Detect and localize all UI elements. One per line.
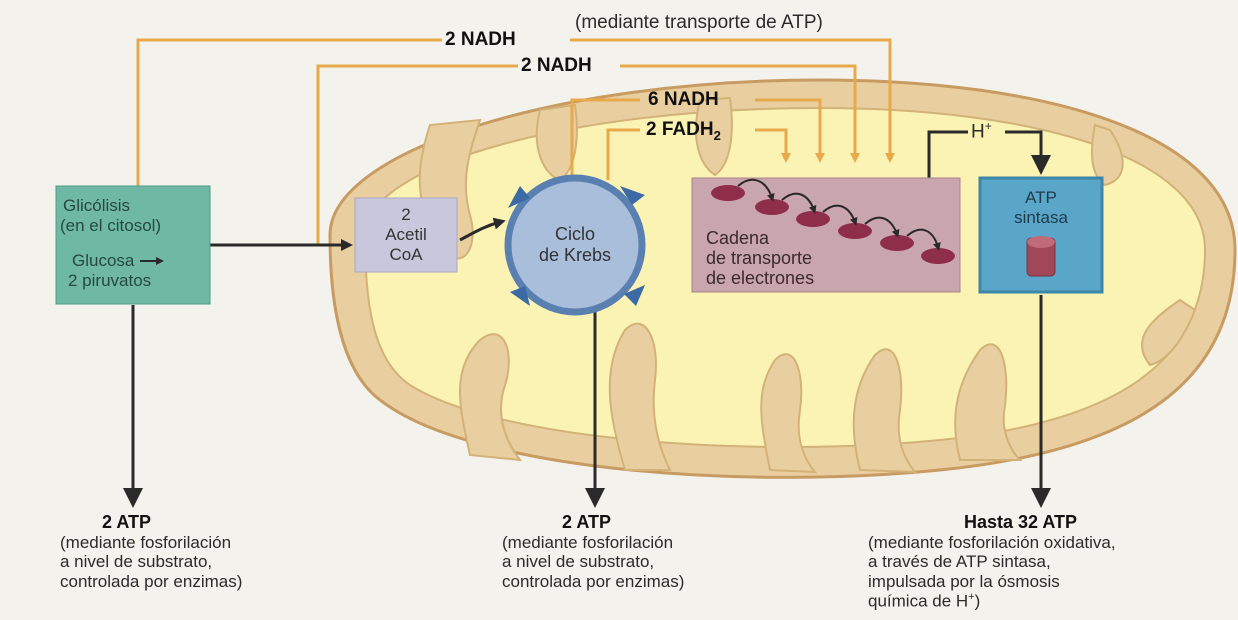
- electron-carrier: [711, 185, 745, 201]
- fadh2-subscript: 2: [714, 128, 721, 143]
- output-center: 2 ATP (mediante fosforilación a nivel de…: [502, 512, 782, 591]
- glucose-label: Glucosa: [72, 251, 134, 271]
- output-center-line1: (mediante fosforilación: [502, 533, 782, 553]
- output-right-line1: (mediante fosforilación oxidativa,: [860, 533, 1232, 553]
- output-right-line4: química de H+): [860, 591, 1232, 611]
- krebs-subtitle: de Krebs: [539, 245, 611, 266]
- electron-carrier: [755, 199, 789, 215]
- electron-carrier: [921, 248, 955, 264]
- output-right-line4-end: ): [975, 592, 981, 611]
- electron-carrier: [796, 211, 830, 227]
- label-2nadh-acetil: 2 NADH: [521, 55, 592, 77]
- proton-text: H: [971, 121, 985, 142]
- output-right-line3: impulsada por la ósmosis: [860, 572, 1232, 592]
- output-right-line2: a través de ATP sintasa,: [860, 552, 1232, 572]
- acetil-coa-text: 2 Acetil CoA: [355, 200, 457, 270]
- output-center-title: 2 ATP: [502, 512, 782, 533]
- output-left-line3: controlada por enzimas): [60, 572, 320, 592]
- glycolysis-location: (en el citosol): [60, 216, 161, 236]
- output-right-title: Hasta 32 ATP: [860, 512, 1232, 533]
- output-left-line2: a nivel de substrato,: [60, 552, 320, 572]
- label-proton: H+: [971, 120, 992, 143]
- output-left-title: 2 ATP: [60, 512, 320, 533]
- output-center-line2: a nivel de substrato,: [502, 552, 782, 572]
- output-center-line3: controlada por enzimas): [502, 572, 782, 592]
- proton-superscript: +: [985, 119, 992, 133]
- output-right-line4-text: química de H: [868, 592, 968, 611]
- label-atp-transport-note: (mediante transporte de ATP): [575, 12, 823, 34]
- atp-synthase-subtitle: sintasa: [1014, 208, 1068, 228]
- label-2fadh2: 2 FADH2: [646, 119, 721, 144]
- etc-line-2: de transporte: [706, 248, 812, 269]
- output-right: Hasta 32 ATP (mediante fosforilación oxi…: [860, 512, 1232, 612]
- output-left: 2 ATP (mediante fosforilación a nivel de…: [60, 512, 320, 591]
- pyruvate-label: 2 piruvatos: [68, 271, 151, 291]
- label-6nadh: 6 NADH: [648, 89, 719, 111]
- electron-carrier: [838, 223, 872, 239]
- electron-carrier: [880, 235, 914, 251]
- krebs-text: Ciclo de Krebs: [520, 222, 630, 268]
- atp-synthase-title: ATP: [1025, 188, 1057, 208]
- acetil-coa: CoA: [389, 245, 422, 265]
- acetil-name: Acetil: [385, 225, 427, 245]
- fadh2-text: 2 FADH: [646, 119, 714, 140]
- acetil-number: 2: [401, 205, 410, 225]
- krebs-title: Ciclo: [555, 224, 595, 245]
- atp-synthase-text: ATP sintasa: [982, 186, 1100, 230]
- label-2nadh-glycolysis: 2 NADH: [445, 29, 516, 51]
- glycolysis-title: Glicólisis: [63, 196, 130, 216]
- etc-line-3: de electrones: [706, 268, 814, 289]
- etc-line-1: Cadena: [706, 228, 769, 249]
- output-left-line1: (mediante fosforilación: [60, 533, 320, 553]
- atp-synthase-knob: [1027, 236, 1055, 248]
